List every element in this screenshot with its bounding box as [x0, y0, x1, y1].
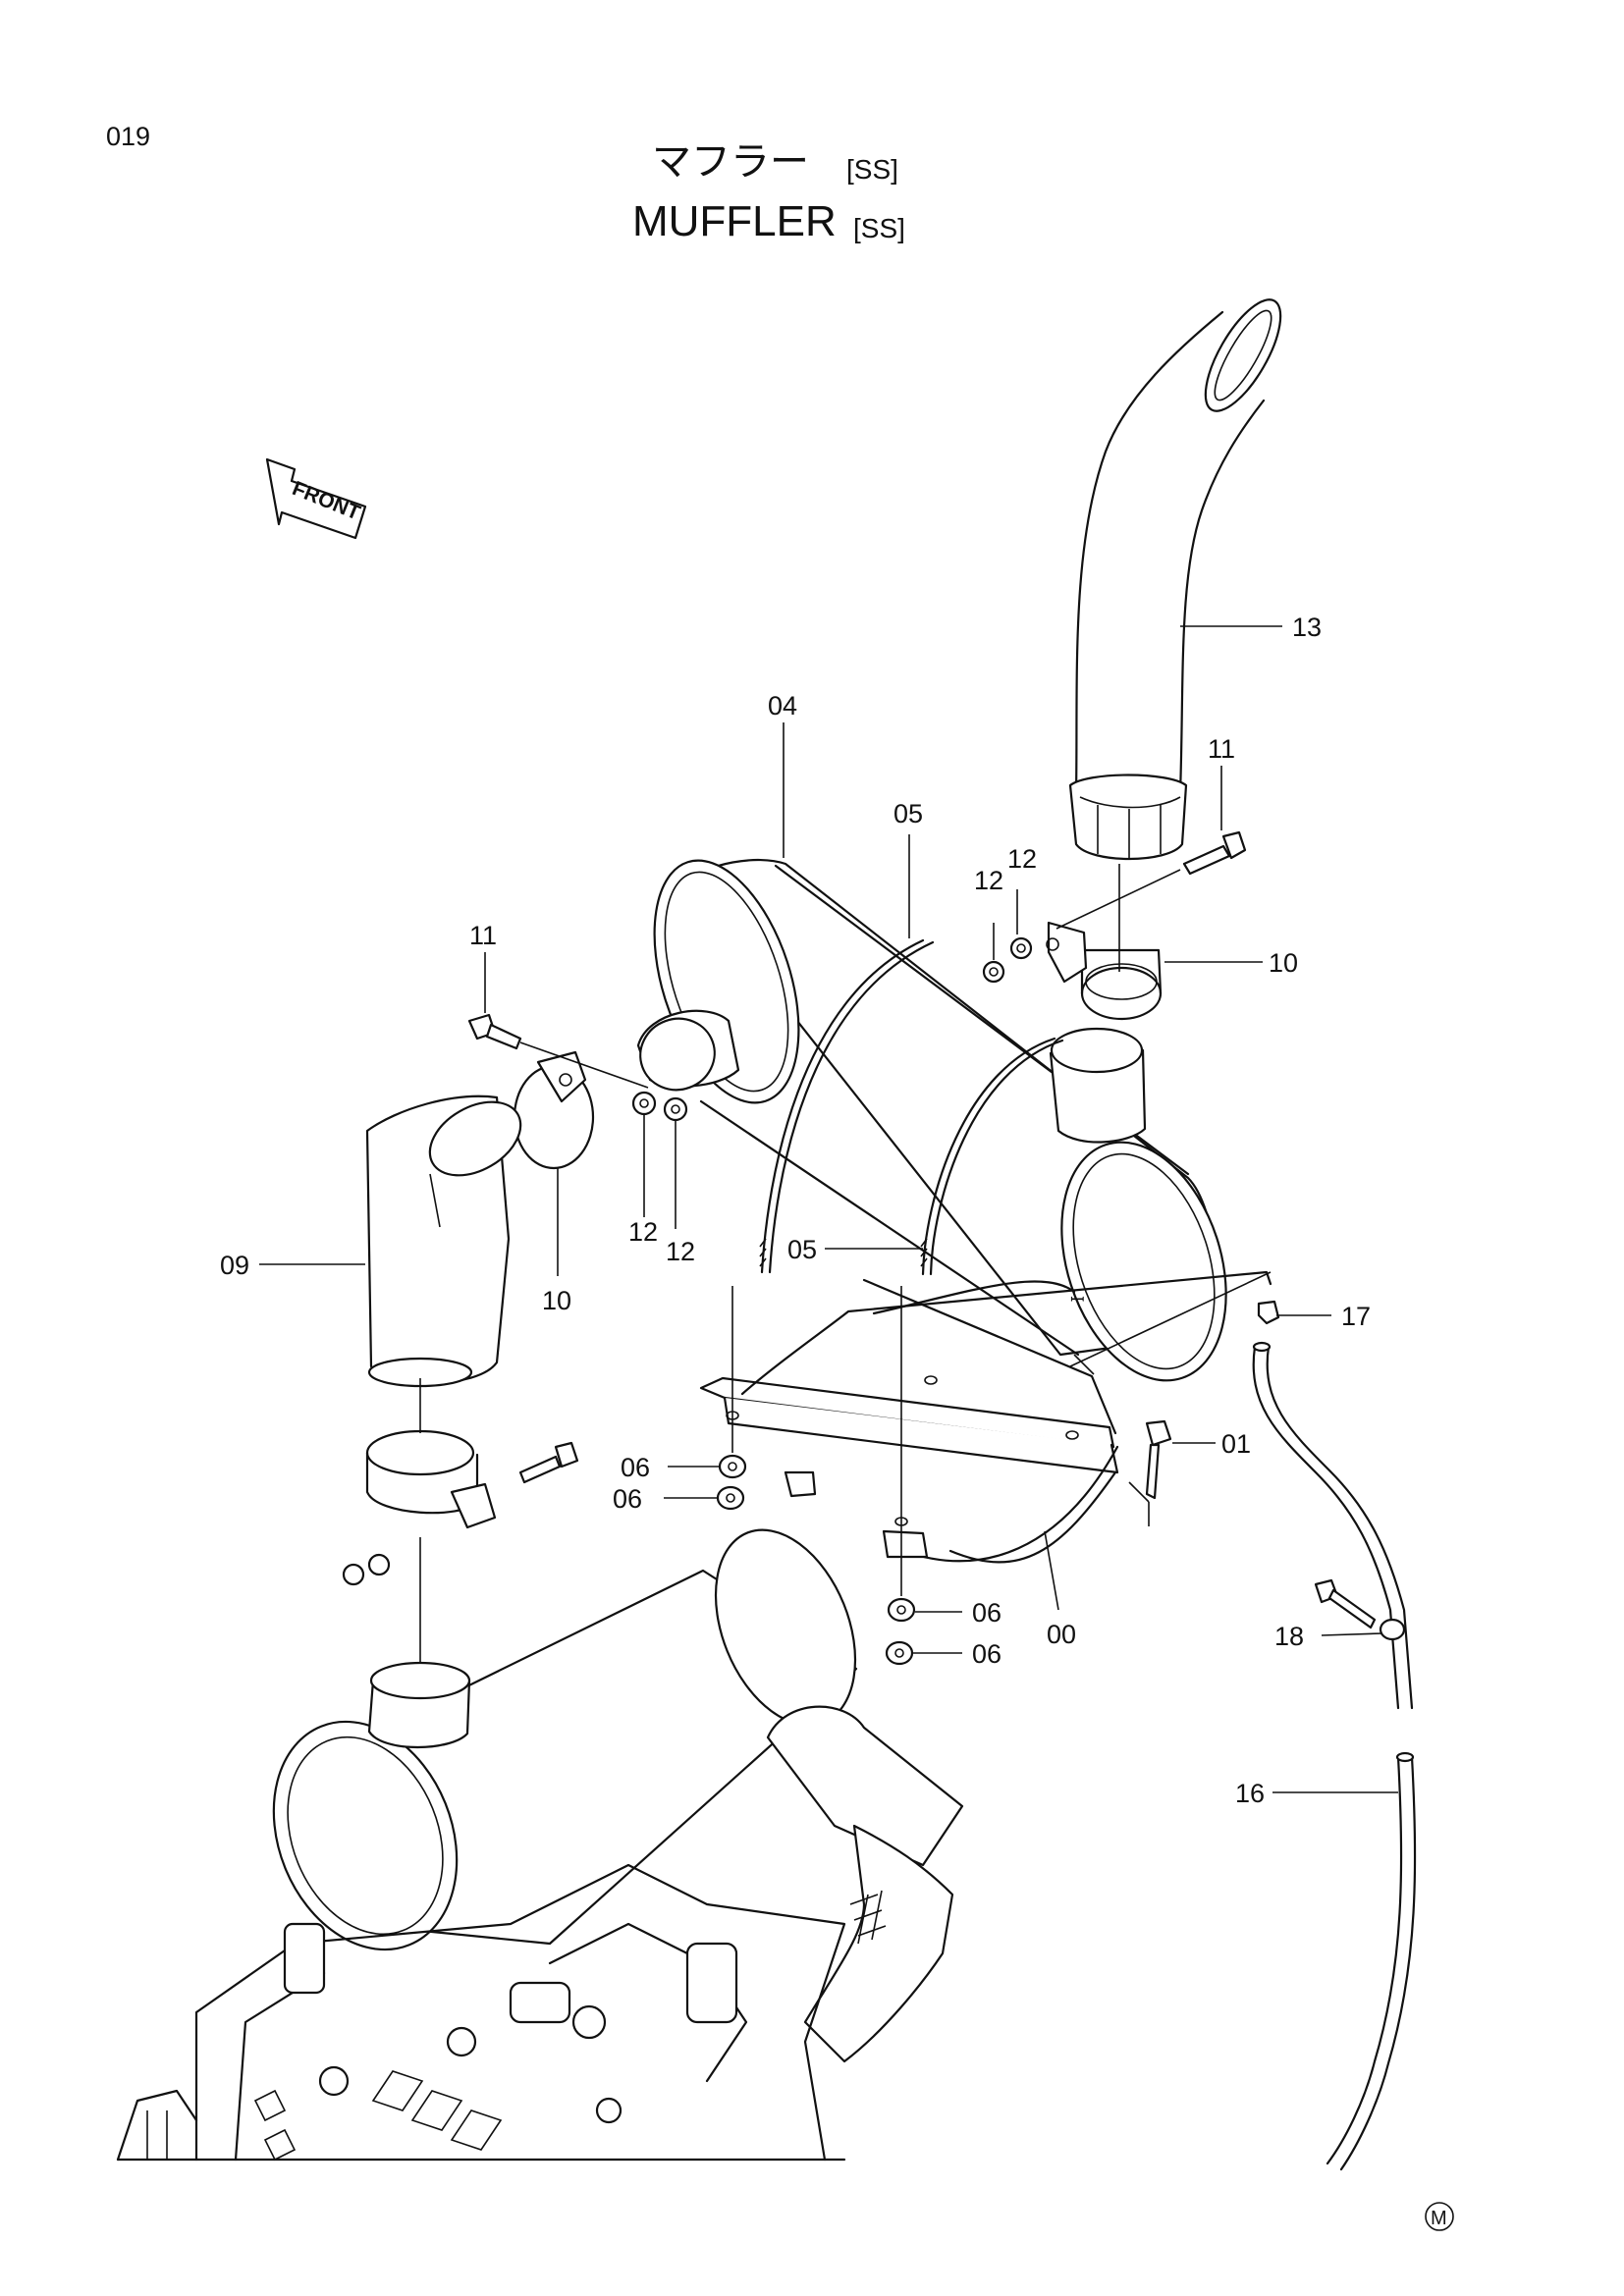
muffler-mounting-bracket	[699, 1270, 1272, 1564]
callout-04: 04	[768, 691, 797, 721]
callout-12-d: 12	[666, 1237, 695, 1266]
nut-12-b	[1009, 936, 1033, 960]
nut-06-b	[716, 1485, 745, 1511]
callout-11-left: 11	[469, 921, 497, 950]
title-english: MUFFLER	[632, 197, 837, 245]
leader-lines	[259, 625, 1398, 1793]
nut-06-a	[718, 1454, 747, 1479]
hose-fitting-17	[1257, 1300, 1280, 1325]
callout-12-c: 12	[628, 1217, 658, 1247]
title-japanese: マフラー	[652, 140, 809, 184]
clamp-left	[513, 1050, 595, 1170]
corner-mark-icon: M	[1425, 2202, 1454, 2231]
callout-10-left: 10	[542, 1286, 571, 1315]
engine-block	[116, 1863, 846, 2162]
bolt-11-left	[467, 1013, 649, 1089]
engine-muffler-lower	[272, 1378, 964, 2063]
muffler-assembly: ꟷ	[636, 858, 1227, 1382]
callout-06-a: 06	[621, 1453, 650, 1482]
elbow-pipe	[365, 1095, 522, 1388]
callout-01: 01	[1221, 1429, 1251, 1459]
title-japanese-tag: [SS]	[846, 154, 898, 185]
front-direction-arrow-icon: FRONT	[265, 457, 367, 540]
callout-05-bottom: 05	[787, 1235, 817, 1264]
nut-12-c	[631, 1091, 657, 1116]
callout-13: 13	[1292, 613, 1322, 642]
nut-06-d	[885, 1640, 914, 1666]
nut-12-a	[982, 960, 1005, 984]
bolt-01	[1145, 1419, 1172, 1500]
corner-mark-letter: M	[1431, 2208, 1447, 2229]
callout-17: 17	[1341, 1302, 1371, 1331]
callout-00: 00	[1047, 1620, 1076, 1649]
hose-clip-18	[1314, 1578, 1406, 1641]
callout-16: 16	[1235, 1779, 1265, 1808]
callout-12-b: 12	[974, 866, 1003, 895]
nut-12-d	[663, 1096, 688, 1122]
callout-06-d: 06	[972, 1639, 1001, 1669]
title-english-tag: [SS]	[853, 213, 905, 243]
svg-text:ꟷ: ꟷ	[1070, 1290, 1085, 1309]
callout-05-top: 05	[893, 799, 923, 828]
callout-06-c: 06	[972, 1598, 1001, 1628]
bolt-11-right	[1056, 830, 1247, 930]
drain-hose	[1252, 1341, 1417, 2171]
nut-06-c	[887, 1597, 916, 1623]
clamp-right	[1046, 921, 1163, 1021]
callout-06-b: 06	[613, 1484, 642, 1514]
callout-09: 09	[220, 1251, 249, 1280]
callout-10-right: 10	[1269, 948, 1298, 978]
exhaust-stack-pipe	[1068, 298, 1282, 861]
callout-labels: 13 04 05 11 12 12 10 11 12 12 10 09 05 1…	[220, 613, 1371, 1808]
callout-11-right: 11	[1208, 734, 1235, 764]
page-number: 019	[106, 122, 150, 151]
clamp-lower	[365, 1429, 579, 1529]
callout-18: 18	[1274, 1622, 1304, 1651]
callout-12-a: 12	[1007, 844, 1037, 874]
